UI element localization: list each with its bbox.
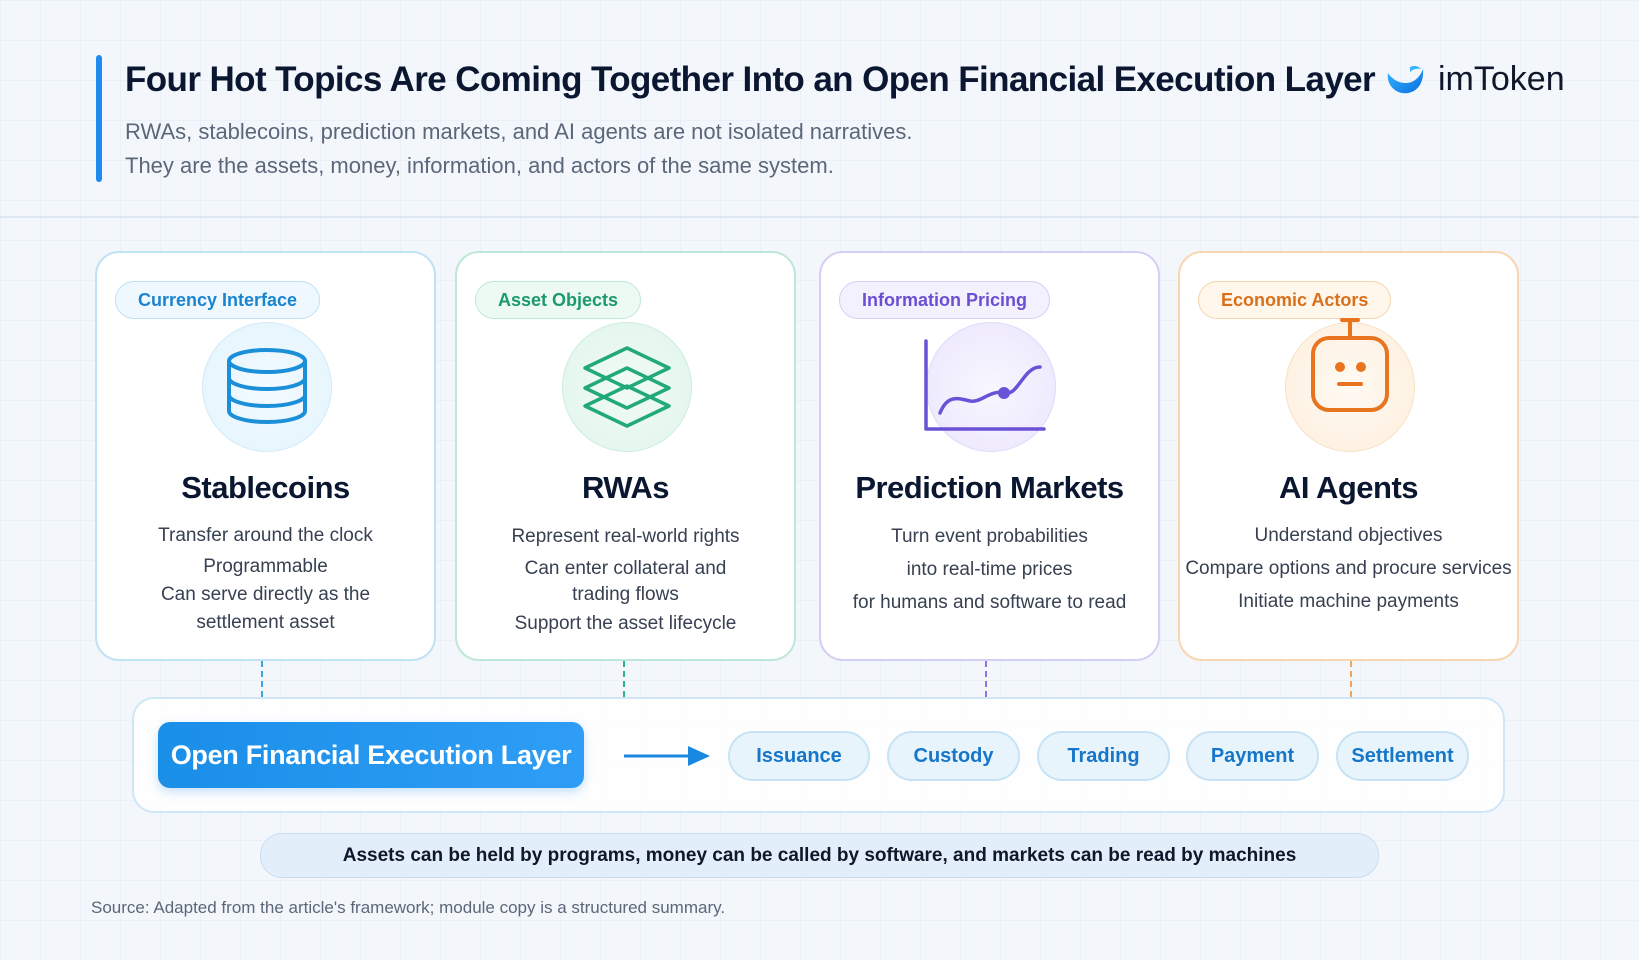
step-issuance: Issuance — [728, 731, 870, 781]
card-line: Programmable — [203, 556, 328, 577]
card-line: Understand objectives — [1254, 525, 1443, 546]
imtoken-logo-icon — [1387, 65, 1424, 93]
execution-layer-label: Open Financial Execution Layer — [158, 722, 584, 788]
card-line: trading flows — [572, 584, 679, 605]
card-title-ai-agents: AI Agents — [1278, 470, 1419, 505]
badge-currency-interface: Currency Interface — [115, 281, 321, 319]
icon-circle-rwas — [562, 322, 692, 452]
card-stablecoins: Currency Interface Stablecoins Transfer … — [95, 251, 436, 661]
page-title: Four Hot Topics Are Coming Together Into… — [125, 60, 1376, 99]
arrow-right-icon — [624, 746, 710, 766]
connector-stablecoins — [261, 661, 263, 697]
subtitle-line-1: RWAs, stablecoins, prediction markets, a… — [125, 119, 913, 144]
card-title-prediction-markets: Prediction Markets — [855, 470, 1124, 505]
card-ai-agents: Economic Actors AI Agents Understand obj… — [1178, 251, 1519, 661]
subtitle-line-2: They are the assets, money, information,… — [125, 153, 834, 178]
step-settlement: Settlement — [1336, 731, 1469, 781]
card-line: Turn event probabilities — [891, 526, 1088, 547]
step-trading: Trading — [1037, 731, 1170, 781]
card-line: for humans and software to read — [852, 592, 1127, 613]
source-note: Source: Adapted from the article's frame… — [91, 898, 726, 917]
icon-circle-prediction — [924, 322, 1056, 452]
connector-agents — [1350, 661, 1352, 697]
card-line: Can serve directly as the — [160, 584, 371, 605]
icon-circle-stablecoins — [202, 322, 332, 452]
header-divider — [0, 216, 1639, 218]
step-payment: Payment — [1186, 731, 1319, 781]
card-prediction-markets: Information Pricing Prediction Markets T… — [819, 251, 1160, 661]
card-title-stablecoins: Stablecoins — [181, 470, 350, 505]
connector-prediction — [985, 661, 987, 697]
badge-asset-objects: Asset Objects — [475, 281, 642, 319]
badge-information-pricing: Information Pricing — [839, 281, 1051, 319]
card-line: Initiate machine payments — [1238, 591, 1459, 612]
line-chart-icon — [924, 339, 1046, 431]
robot-icon — [1311, 318, 1389, 412]
layers-icon — [583, 346, 671, 428]
badge-economic-actors: Economic Actors — [1198, 281, 1392, 319]
imtoken-logo: imToken — [1384, 60, 1565, 99]
card-line: Can enter collateral and — [524, 558, 727, 579]
connector-rwas — [623, 661, 625, 697]
database-icon — [227, 348, 307, 425]
card-rwas: Asset Objects RWAs Represent real-world … — [455, 251, 796, 661]
step-custody: Custody — [887, 731, 1020, 781]
card-line: Represent real-world rights — [511, 526, 740, 547]
card-line: Transfer around the clock — [158, 525, 373, 546]
card-line: Support the asset lifecycle — [514, 613, 737, 634]
icon-circle-agents — [1285, 318, 1415, 452]
card-line: Compare options and procure services — [1185, 558, 1512, 579]
logo-text: imToken — [1438, 60, 1565, 98]
card-line: into real-time prices — [906, 559, 1073, 580]
card-line: settlement asset — [196, 612, 335, 633]
card-title-rwas: RWAs — [581, 470, 670, 505]
title-accent-bar — [96, 55, 102, 182]
summary-note: Assets can be held by programs, money ca… — [260, 833, 1379, 878]
